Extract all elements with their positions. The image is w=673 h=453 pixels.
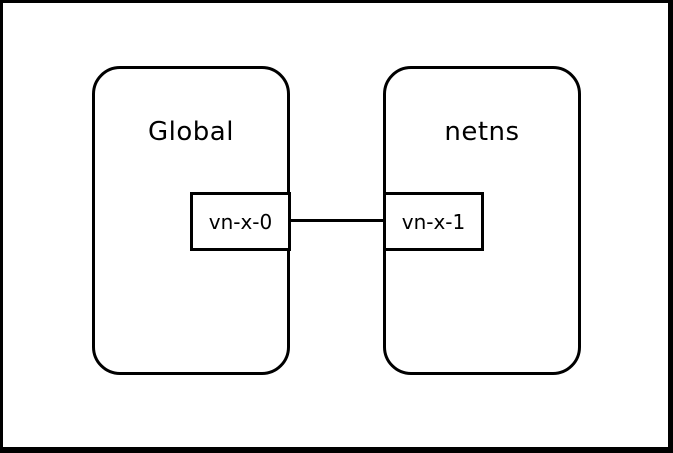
interface-box-vn-x-0: vn-x-0 (190, 192, 291, 251)
interface-label-vn-x-1: vn-x-1 (401, 209, 466, 234)
interface-box-vn-x-1: vn-x-1 (383, 192, 484, 251)
veth-link-line (289, 219, 385, 222)
netns-namespace-title: netns (444, 117, 520, 147)
global-namespace-title: Global (148, 117, 234, 147)
interface-label-vn-x-0: vn-x-0 (208, 209, 273, 234)
